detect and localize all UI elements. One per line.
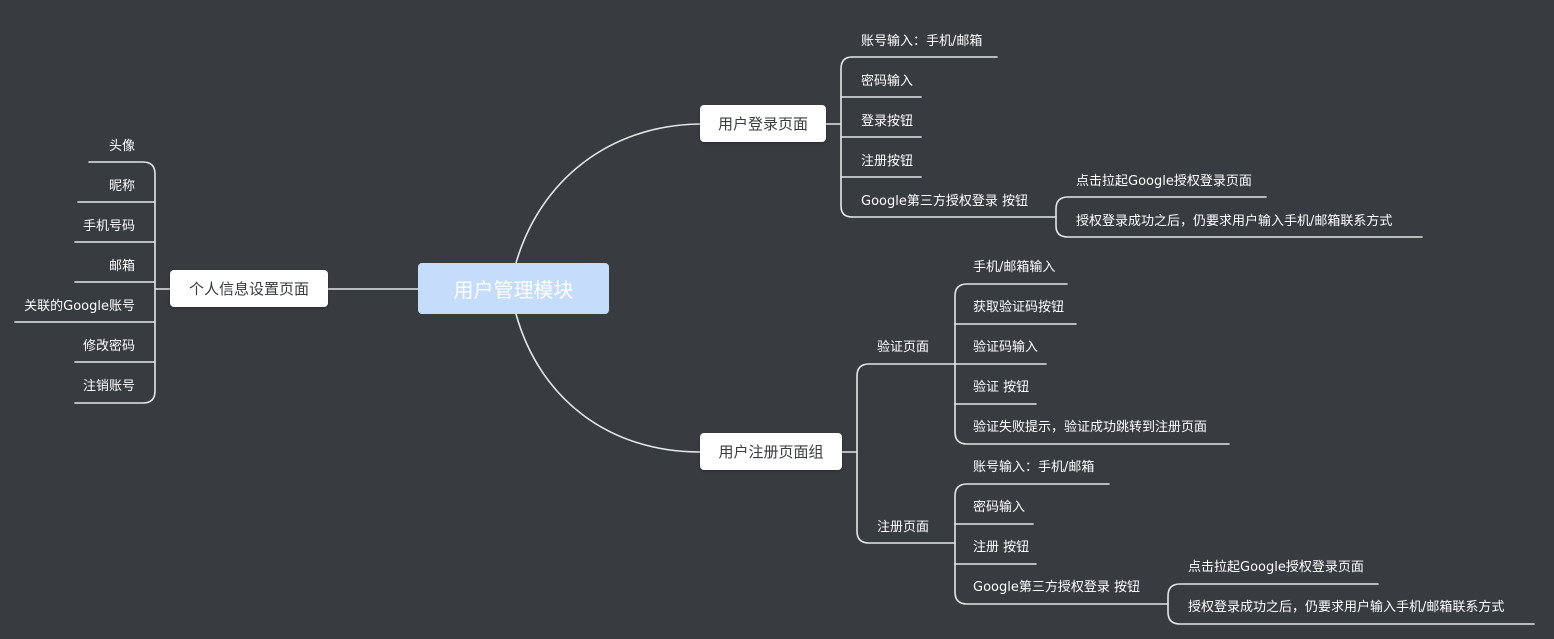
login-item-google-button[interactable]: Google第三方授权登录 按钮 — [861, 194, 1028, 209]
connector-signup-google-bracket — [1167, 583, 1535, 625]
verify-item-input[interactable]: 手机/邮箱输入 — [973, 260, 1056, 275]
signup-google-sub-1[interactable]: 授权登录成功之后，仍要求用户输入手机/邮箱联系方式 — [1188, 600, 1505, 615]
connector-login-google-bracket — [1055, 196, 1423, 238]
branch-login-page[interactable]: 用户登录页面 — [700, 105, 826, 142]
login-item-register-button[interactable]: 注册按钮 — [861, 154, 914, 169]
signup-google-sub-0[interactable]: 点击拉起Google授权登录页面 — [1188, 560, 1364, 575]
login-item-password[interactable]: 密码输入 — [861, 74, 914, 89]
profile-item-change-password[interactable]: 修改密码 — [82, 339, 135, 354]
branch-profile-page[interactable]: 个人信息设置页面 — [170, 270, 328, 307]
login-google-sub-0[interactable]: 点击拉起Google授权登录页面 — [1076, 174, 1252, 189]
connector-verify-bracket — [954, 283, 1230, 445]
profile-item-google-account[interactable]: 关联的Google账号 — [24, 299, 135, 314]
signup-item-google-button[interactable]: Google第三方授权登录 按钮 — [973, 580, 1140, 595]
profile-item-avatar[interactable]: 头像 — [108, 139, 135, 154]
login-google-sub-1[interactable]: 授权登录成功之后，仍要求用户输入手机/邮箱联系方式 — [1076, 214, 1393, 229]
login-item-login-button[interactable]: 登录按钮 — [861, 114, 914, 129]
verify-item-code-input[interactable]: 验证码输入 — [973, 340, 1039, 355]
profile-item-phone[interactable]: 手机号码 — [82, 219, 135, 234]
register-signup-page[interactable]: 注册页面 — [877, 520, 930, 535]
profile-item-delete-account[interactable]: 注销账号 — [82, 379, 135, 394]
signup-item-register-button[interactable]: 注册 按钮 — [973, 540, 1030, 555]
connector-register-bracket — [841, 363, 956, 544]
branch-register-pages[interactable]: 用户注册页面组 — [700, 433, 842, 470]
login-item-account[interactable]: 账号输入：手机/邮箱 — [861, 34, 983, 49]
verify-item-get-code[interactable]: 获取验证码按钮 — [973, 300, 1065, 315]
verify-item-result[interactable]: 验证失败提示，验证成功跳转到注册页面 — [973, 420, 1208, 435]
connector-root-register — [515, 313, 701, 453]
connector-root-login — [515, 123, 701, 264]
signup-item-password[interactable]: 密码输入 — [973, 500, 1026, 515]
root-node[interactable]: 用户管理模块 — [418, 263, 609, 314]
connector-login-bracket — [825, 56, 853, 218]
verify-item-verify-button[interactable]: 验证 按钮 — [973, 380, 1030, 395]
profile-item-email[interactable]: 邮箱 — [108, 259, 135, 274]
signup-item-account[interactable]: 账号输入：手机/邮箱 — [973, 460, 1095, 475]
register-verify-page[interactable]: 验证页面 — [877, 340, 930, 355]
profile-item-nickname[interactable]: 昵称 — [108, 179, 135, 194]
connector-profile-bracket — [74, 161, 171, 404]
connector-signup-bracket — [954, 483, 1169, 605]
